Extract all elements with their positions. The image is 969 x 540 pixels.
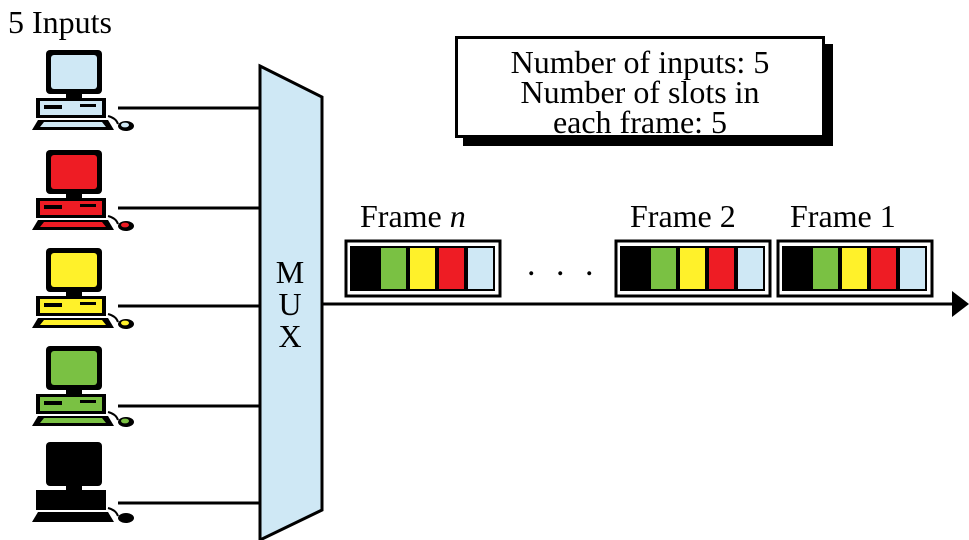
keyboard-keys	[40, 320, 106, 325]
drive-slot	[44, 401, 62, 405]
info-line-frame: each frame: 5	[552, 104, 728, 140]
time-slot	[649, 246, 678, 291]
mouse-cable	[107, 115, 119, 125]
computer-icon	[32, 50, 134, 131]
drive-slot-2	[80, 400, 96, 403]
monitor-screen	[51, 55, 97, 89]
time-slot	[898, 246, 927, 291]
info-box: Number of inputs: 5 Number of slots in e…	[455, 36, 825, 138]
computer-icon	[32, 442, 134, 523]
mux-letter-u: U	[278, 286, 301, 322]
time-slot	[736, 246, 765, 291]
mouse-cable	[107, 313, 119, 323]
inputs-title: 5 Inputs	[8, 4, 112, 40]
mouse-top	[121, 222, 129, 228]
output-arrow-icon	[952, 291, 969, 317]
mouse-cable	[107, 215, 119, 225]
drive-slot	[44, 205, 62, 209]
mux-letter-m: M	[276, 254, 304, 290]
monitor-stand	[66, 486, 82, 491]
time-slot	[620, 246, 649, 291]
time-slot	[811, 246, 840, 291]
time-slot	[678, 246, 707, 291]
keyboard-keys	[40, 418, 106, 423]
mouse-top	[121, 320, 129, 326]
mouse-top	[121, 514, 129, 520]
mouse-cable	[107, 507, 119, 517]
frame-2-label: Frame 2	[630, 198, 736, 235]
time-slot	[466, 246, 495, 291]
time-slot	[840, 246, 869, 291]
keyboard-keys	[40, 514, 106, 519]
monitor-stand	[66, 292, 82, 297]
mouse-cable	[107, 411, 119, 421]
time-slot	[869, 246, 898, 291]
frame-1-prefix: Frame	[790, 198, 872, 234]
drive-slot-2	[80, 204, 96, 207]
time-slot	[437, 246, 466, 291]
frame-1-var: 1	[879, 198, 896, 234]
time-slot	[707, 246, 736, 291]
monitor-screen	[51, 155, 97, 189]
frame-n-prefix: Frame	[360, 198, 442, 234]
monitor-stand	[66, 94, 82, 99]
mouse-top	[121, 122, 129, 128]
mouse-top	[121, 418, 129, 424]
time-slot	[350, 246, 379, 291]
time-slot	[379, 246, 408, 291]
frame-2-prefix: Frame	[630, 198, 712, 234]
frames-ellipsis: . . .	[527, 246, 600, 283]
computer-icon	[32, 150, 134, 231]
monitor-screen	[51, 447, 97, 481]
drive-slot	[44, 497, 62, 501]
frame-n-label: Frame n	[360, 198, 466, 235]
mux-block	[258, 63, 324, 540]
monitor-stand	[66, 390, 82, 395]
monitor-screen	[51, 253, 97, 287]
info-line-slots: Number of slots in	[520, 74, 760, 110]
computer-icon	[32, 248, 134, 329]
info-line-inputs: Number of inputs: 5	[510, 44, 770, 80]
monitor-stand	[66, 194, 82, 199]
time-slot	[782, 246, 811, 291]
mux-letter-x: X	[278, 318, 301, 354]
drive-slot	[44, 105, 62, 109]
drive-slot	[44, 303, 62, 307]
computer-icon	[32, 346, 134, 427]
drive-slot-2	[80, 302, 96, 305]
frame-2-var: 2	[719, 198, 736, 234]
frame-1-label: Frame 1	[790, 198, 896, 235]
keyboard-keys	[40, 222, 106, 227]
drive-slot-2	[80, 496, 96, 499]
keyboard-keys	[40, 122, 106, 127]
time-slot	[408, 246, 437, 291]
drive-slot-2	[80, 104, 96, 107]
monitor-screen	[51, 351, 97, 385]
frame-n-var: n	[449, 198, 466, 234]
